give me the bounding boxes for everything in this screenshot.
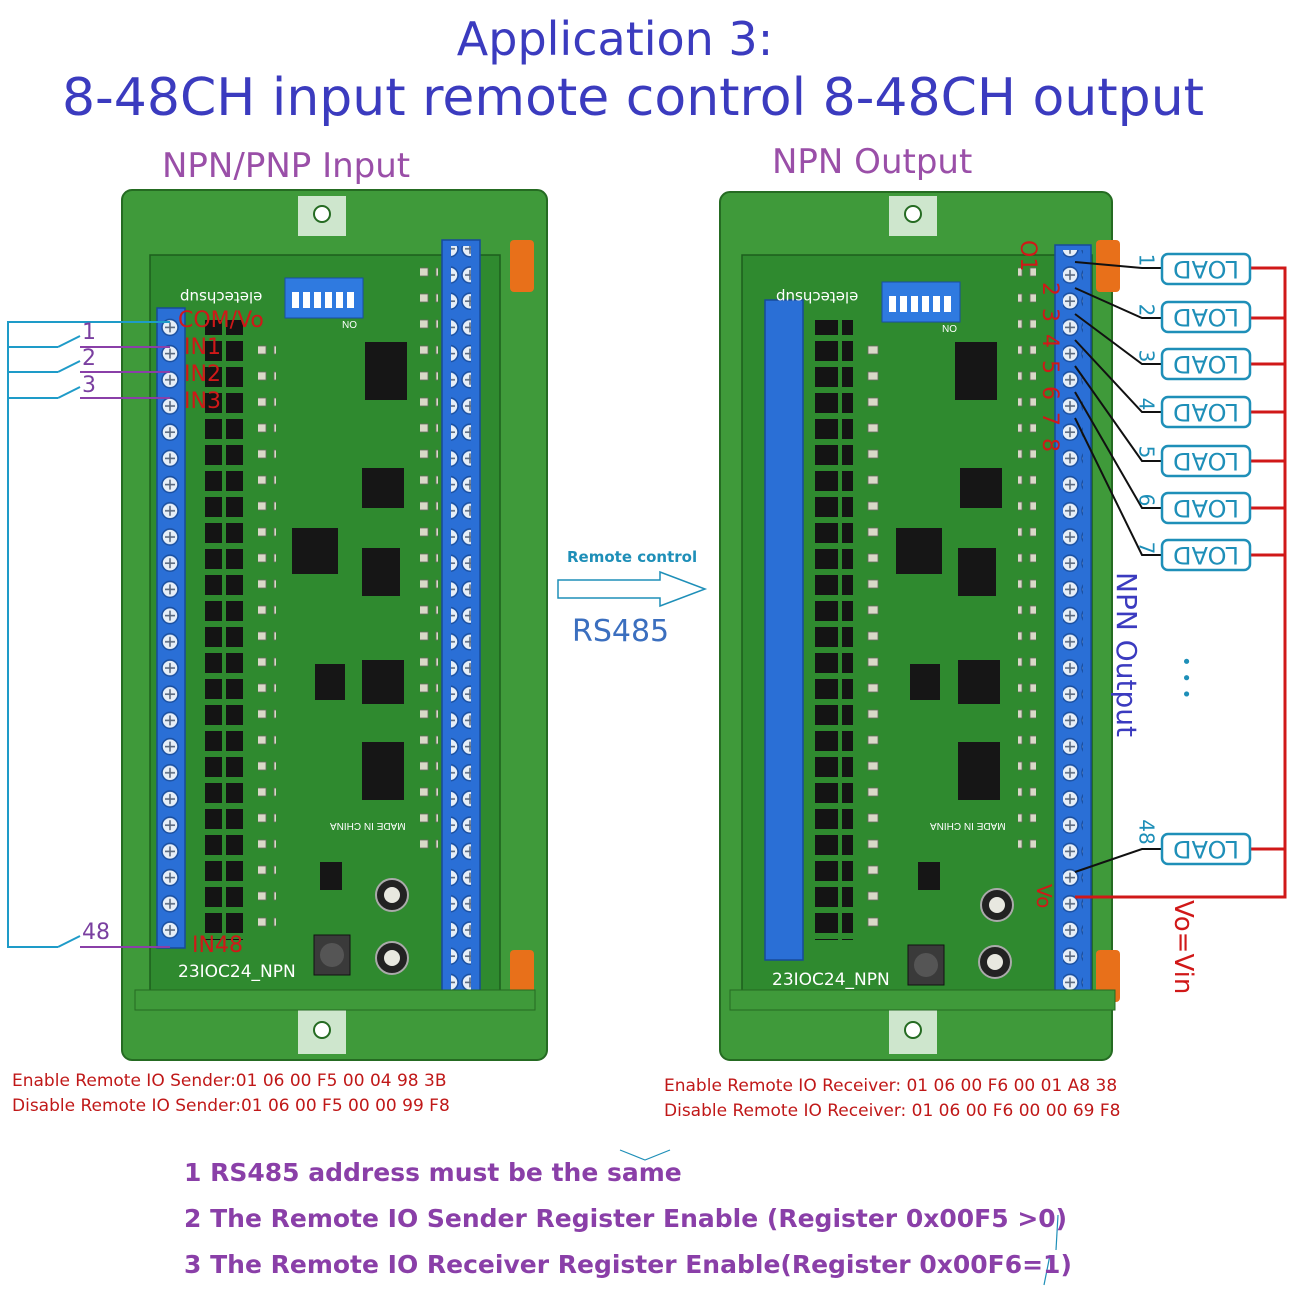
switch-label-1: 1	[82, 320, 96, 345]
note-3: 3 The Remote IO Receiver Register Enable…	[184, 1250, 1072, 1279]
pin-com-vo: COM/Vo	[178, 308, 264, 333]
left-subtitle: NPN/PNP Input	[162, 146, 411, 186]
output-number-o1: O1	[1015, 240, 1040, 272]
output-number-7: 7	[1037, 412, 1062, 426]
receiver-enable-command: Enable Remote IO Receiver: 01 06 00 F6 0…	[664, 1076, 1118, 1096]
pin-in1: IN1	[184, 335, 221, 360]
output-number-5: 5	[1037, 360, 1062, 374]
output-number-8: 8	[1037, 438, 1062, 452]
arrow-bottom-label: RS485	[572, 614, 670, 649]
output-number-4: 4	[1037, 334, 1062, 348]
output-wiring	[1074, 261, 1287, 899]
load-label-3: LOAD	[1173, 350, 1239, 378]
load-label-2: LOAD	[1173, 303, 1239, 331]
vo-vin-label: Vo=Vin	[1168, 900, 1198, 995]
note-1: 1 RS485 address must be the same	[184, 1158, 682, 1187]
output-number-3: 3	[1037, 308, 1062, 322]
load-label-5: LOAD	[1173, 447, 1239, 475]
sender-disable-command: Disable Remote IO Sender:01 06 00 F5 00 …	[12, 1096, 450, 1116]
right-dip-on-label: ON	[942, 322, 957, 333]
vo-terminal-label: Vo	[1032, 884, 1056, 909]
left-board	[121, 189, 548, 1061]
left-model-label: 23IOC24_NPN	[178, 962, 296, 982]
load-label-6: LOAD	[1173, 494, 1239, 522]
load-number-2: 2	[1134, 303, 1159, 317]
right-made-in: MADE IN CHINA	[930, 820, 1006, 831]
load-label-48: LOAD	[1173, 835, 1239, 863]
right-brand: eletechsup	[776, 288, 859, 306]
pin-in2: IN2	[184, 362, 221, 387]
note-2: 2 The Remote IO Sender Register Enable (…	[184, 1204, 1068, 1233]
right-board	[719, 191, 1120, 1061]
right-subtitle: NPN Output	[772, 142, 973, 182]
load-label-4: LOAD	[1173, 398, 1239, 426]
right-model-label: 23IOC24_NPN	[772, 970, 890, 990]
load-number-5: 5	[1134, 445, 1159, 459]
output-number-2: 2	[1037, 282, 1062, 296]
remote-control-arrow	[557, 570, 708, 608]
npn-output-side-label: NPN Output	[1110, 572, 1143, 737]
switch-label-2: 2	[82, 346, 96, 371]
output-number-6: 6	[1037, 386, 1062, 400]
input-wiring	[7, 321, 170, 948]
ellipsis-dots: • • •	[1175, 656, 1196, 700]
sender-enable-command: Enable Remote IO Sender:01 06 00 F5 00 0…	[12, 1071, 447, 1091]
pin-in48: IN48	[192, 933, 243, 958]
load-number-48: 48	[1134, 819, 1159, 845]
pin-in3: IN3	[184, 389, 221, 414]
load-number-6: 6	[1134, 493, 1159, 507]
load-label-7: LOAD	[1173, 541, 1239, 569]
load-number-3: 3	[1134, 349, 1159, 363]
switch-label-48: 48	[82, 920, 110, 945]
receiver-disable-command: Disable Remote IO Receiver: 01 06 00 F6 …	[664, 1101, 1121, 1121]
load-boxes	[1160, 252, 1252, 866]
load-number-1: 1	[1134, 253, 1159, 267]
arrow-top-label: Remote control	[567, 548, 698, 566]
load-label-1: LOAD	[1173, 255, 1239, 283]
left-made-in: MADE IN CHINA	[330, 820, 406, 831]
load-number-7: 7	[1134, 541, 1159, 555]
load-number-4: 4	[1134, 397, 1159, 411]
left-dip-on-label: ON	[342, 318, 357, 329]
left-brand: eletechsup	[180, 288, 263, 306]
title-line-2: 8-48CH input remote control 8-48CH outpu…	[61, 68, 1205, 128]
title-line-1: Application 3:	[456, 12, 774, 66]
switch-label-3: 3	[82, 373, 96, 398]
